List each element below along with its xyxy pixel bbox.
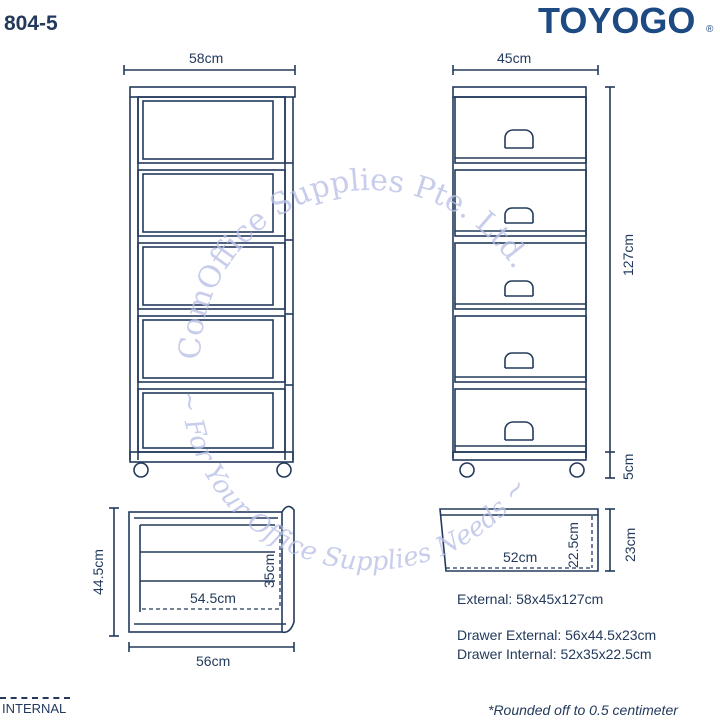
spec-drawer-external: Drawer External: 56x44.5x23cm xyxy=(457,627,657,643)
side-caster-right xyxy=(569,462,585,478)
internal-depth-label: 35cm xyxy=(261,553,277,588)
drawer-side-view xyxy=(439,508,615,572)
spec-drawer-internal: Drawer Internal: 52x35x22.5cm xyxy=(457,646,652,662)
spec-external: External: 58x45x127cm xyxy=(457,591,604,607)
front-caster-right xyxy=(276,462,292,478)
brand-logo: TOYOGO xyxy=(538,0,696,41)
side-view xyxy=(452,65,615,479)
side-drawer-1 xyxy=(454,96,587,164)
internal-legend-label: INTERNAL xyxy=(2,701,67,716)
drawer-top-outer xyxy=(128,511,283,633)
side-drawer-3 xyxy=(454,242,587,310)
side-drawer-4 xyxy=(454,315,587,383)
drawer-width-label: 56cm xyxy=(196,653,231,669)
internal-legend-line xyxy=(0,697,70,699)
internal-height-label: 22.5cm xyxy=(565,522,581,568)
footnote: *Rounded off to 0.5 centimeter xyxy=(488,702,678,718)
caster-height-label: 5cm xyxy=(620,453,636,480)
internal-width-label: 54.5cm xyxy=(190,590,236,606)
side-drawer-5 xyxy=(454,388,587,453)
front-drawer-5 xyxy=(137,388,286,453)
front-drawer-3 xyxy=(137,242,293,315)
side-depth-label: 45cm xyxy=(497,50,532,66)
front-base xyxy=(129,451,294,463)
front-drawer-1 xyxy=(137,96,293,164)
front-drawer-2 xyxy=(137,169,293,241)
front-top-cap xyxy=(129,86,296,98)
internal-length-label: 52cm xyxy=(503,549,538,565)
side-height-label: 127cm xyxy=(620,233,636,276)
drawer-side-outer xyxy=(439,508,599,572)
side-drawer-2 xyxy=(454,169,587,237)
front-view xyxy=(123,65,296,478)
model-number: 804-5 xyxy=(4,12,58,35)
drawer-height-label: 23cm xyxy=(622,527,638,562)
front-drawer-4 xyxy=(137,315,293,386)
front-caster-left xyxy=(133,462,149,478)
drawer-top-view xyxy=(109,505,295,652)
registered-mark: ® xyxy=(706,24,714,35)
side-caster-left xyxy=(459,462,475,478)
front-width-label: 58cm xyxy=(189,50,224,66)
drawer-depth-label: 44.5cm xyxy=(90,549,106,595)
